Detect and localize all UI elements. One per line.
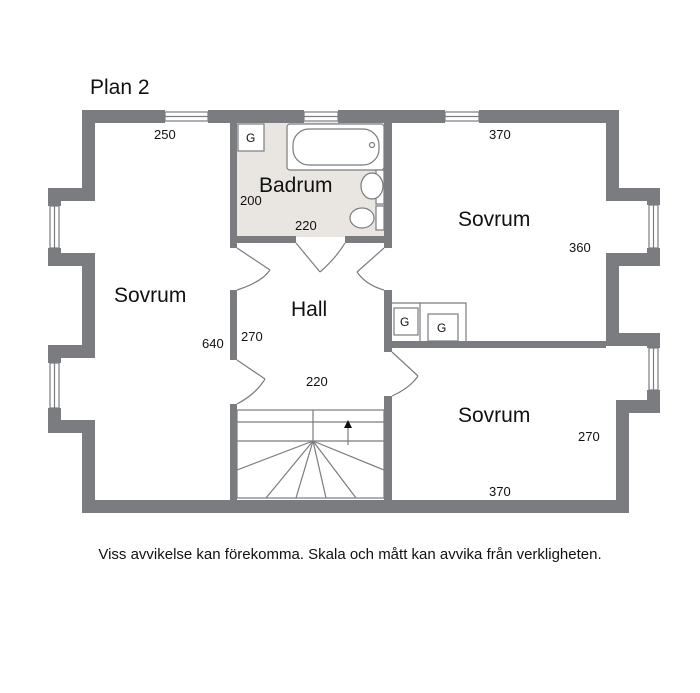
closet-hall-1 (393, 307, 419, 336)
windows (49, 111, 659, 409)
sink (360, 172, 384, 200)
dimension-left-top: 250 (154, 127, 176, 142)
bathroom-fixtures (286, 123, 385, 231)
staircase (236, 409, 385, 499)
outer-walls (48, 110, 660, 513)
closet-label: G (437, 321, 446, 335)
interior-walls (230, 123, 606, 500)
closet-hall-2 (427, 313, 459, 342)
closet-bathroom (237, 123, 265, 152)
room-label-sovrum-left: Sovrum (114, 284, 186, 307)
room-label-badrum: Badrum (259, 174, 333, 197)
dimension-bath-side: 200 (240, 193, 262, 208)
closet-label: G (400, 315, 409, 329)
dimension-left-side: 640 (202, 336, 224, 351)
dimension-bath-bottom: 220 (295, 218, 317, 233)
toilet (349, 207, 375, 229)
doors (236, 242, 419, 405)
dimension-hall-width: 220 (306, 374, 328, 389)
dimension-bottom-right-side: 270 (578, 429, 600, 444)
dimension-right-side: 360 (569, 240, 591, 255)
stair-arrow-icon (344, 420, 352, 428)
dimension-bottom-right-width: 370 (489, 484, 511, 499)
dimension-top-right: 370 (489, 127, 511, 142)
disclaimer: Viss avvikelse kan förekomma. Skala och … (98, 546, 602, 563)
dimension-hall-side: 270 (241, 329, 263, 344)
room-label-sovrum-top-right: Sovrum (458, 208, 530, 231)
room-label-hall: Hall (291, 298, 327, 321)
room-label-sovrum-bottom-right: Sovrum (458, 404, 530, 427)
closets (237, 123, 467, 342)
plan-title: Plan 2 (90, 76, 150, 99)
closet-label: G (246, 131, 255, 145)
